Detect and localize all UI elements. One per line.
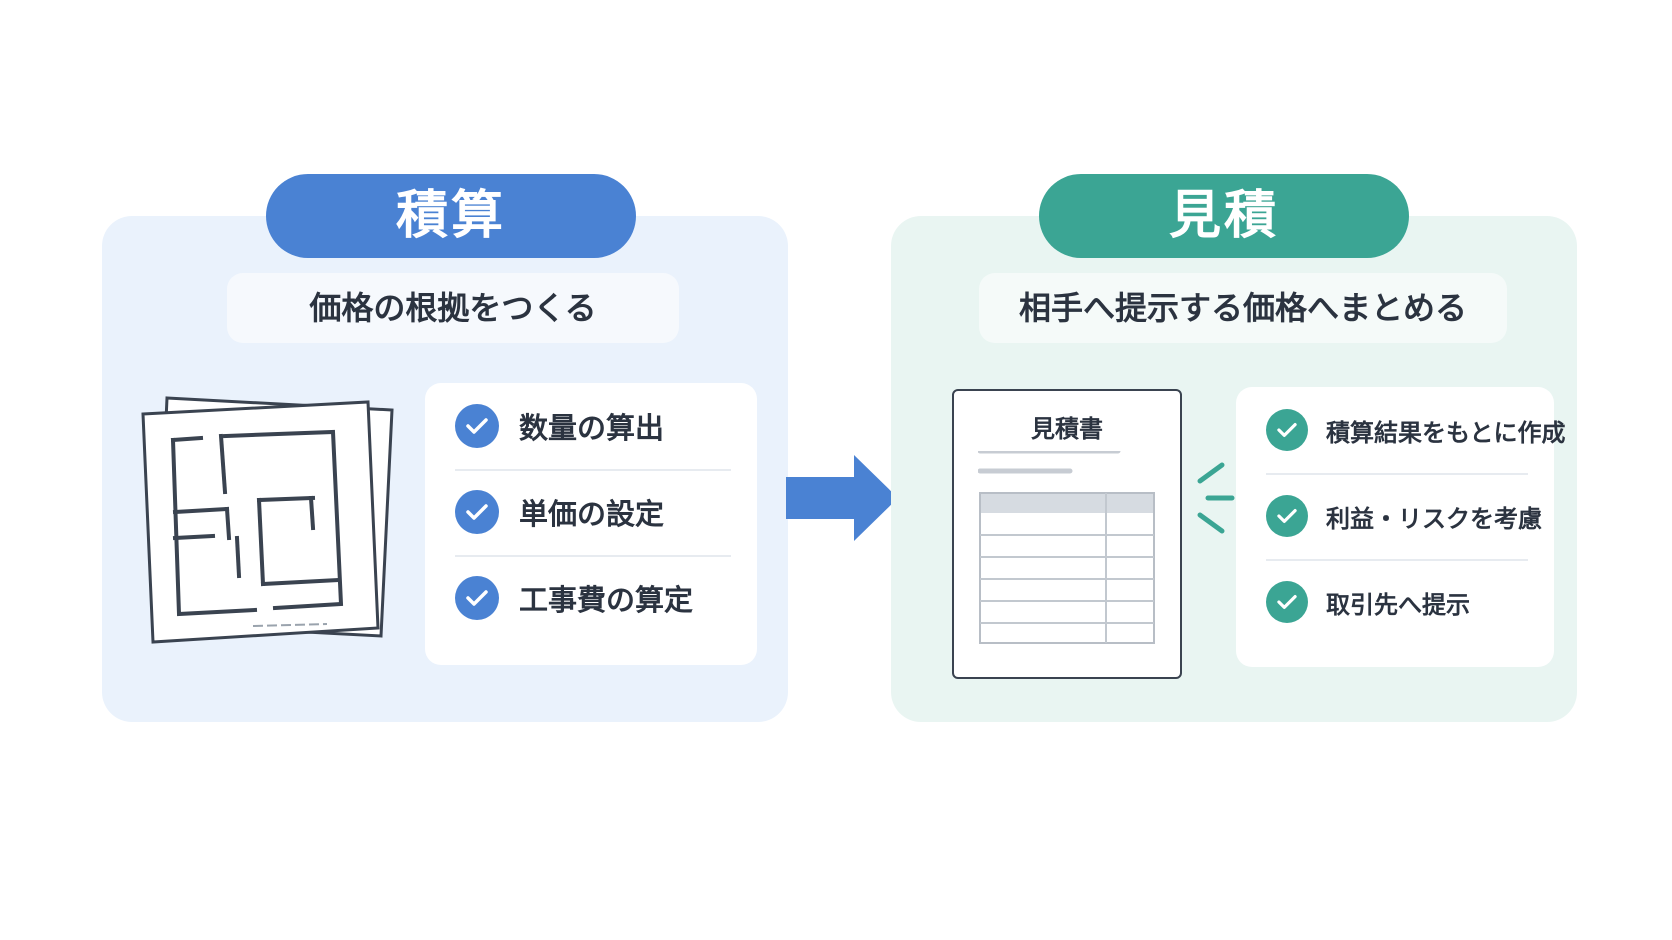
estimate-document-icon: 見積書 (952, 389, 1182, 679)
quotation-checklist: 積算結果をもとに作成 利益・リスクを考慮 取引先へ提示 (1236, 387, 1566, 667)
check-icon (1266, 409, 1308, 451)
emphasis-lines-icon (1197, 462, 1235, 534)
estimation-subtitle: 価格の根拠をつくる (227, 273, 679, 343)
list-item-label: 取引先へ提示 (1326, 590, 1470, 619)
floor-plan-walls (170, 429, 344, 617)
list-item-label: 単価の設定 (519, 497, 665, 531)
document-table (978, 451, 1155, 644)
list-item: 利益・リスクを考慮 (1266, 473, 1542, 561)
quotation-subtitle: 相手へ提示する価格へまとめる (979, 273, 1507, 343)
check-icon (1266, 581, 1308, 623)
estimation-title: 積算 (266, 174, 636, 258)
arrow-right-icon (786, 455, 898, 541)
estimation-checklist: 数量の算出 単価の設定 工事費の算定 (425, 383, 757, 665)
list-item: 工事費の算定 (455, 555, 731, 641)
list-item-label: 利益・リスクを考慮 (1326, 504, 1542, 533)
list-item-label: 数量の算出 (519, 411, 665, 445)
check-icon (1266, 495, 1308, 537)
check-icon (455, 404, 499, 448)
list-item: 取引先へ提示 (1266, 559, 1528, 645)
list-item-label: 積算結果をもとに作成 (1326, 418, 1566, 447)
check-icon (455, 490, 499, 534)
floor-plan-dimension-line (252, 623, 328, 627)
list-item: 積算結果をもとに作成 (1266, 387, 1566, 475)
floor-plan-icon (141, 396, 394, 644)
list-item-label: 工事費の算定 (519, 583, 694, 617)
document-title: 見積書 (1031, 415, 1103, 443)
list-item: 数量の算出 (455, 383, 731, 471)
list-item: 単価の設定 (455, 469, 731, 557)
check-icon (455, 576, 499, 620)
quotation-title: 見積 (1039, 174, 1409, 258)
